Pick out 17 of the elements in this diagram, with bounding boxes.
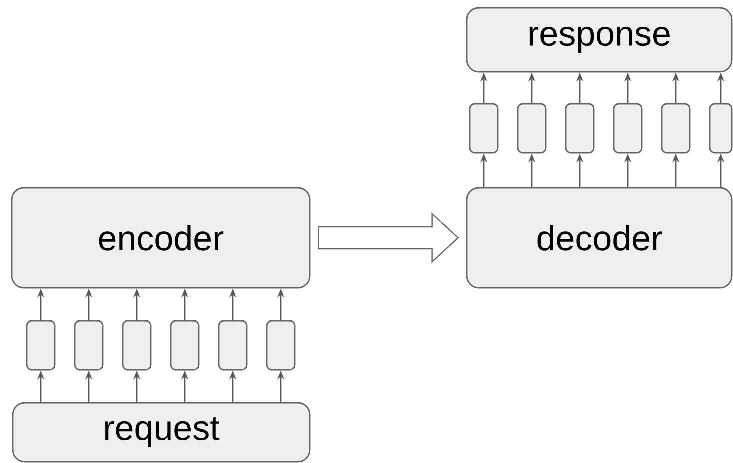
cell-box xyxy=(170,320,200,371)
cell-box xyxy=(565,103,595,154)
cell-box xyxy=(469,103,499,154)
cell-box xyxy=(218,320,248,371)
cell-box xyxy=(266,320,296,371)
cell-box xyxy=(517,103,547,154)
text-box: response xyxy=(466,7,733,73)
text-box: encoder xyxy=(11,187,311,289)
block-arrow xyxy=(318,212,460,264)
cell-box xyxy=(26,320,56,371)
cell-box xyxy=(661,103,691,154)
cell-box xyxy=(74,320,104,371)
text-box: decoder xyxy=(466,187,733,289)
cell-box xyxy=(709,103,733,154)
text-box: request xyxy=(12,402,311,463)
cell-box xyxy=(122,320,152,371)
cell-box xyxy=(613,103,643,154)
